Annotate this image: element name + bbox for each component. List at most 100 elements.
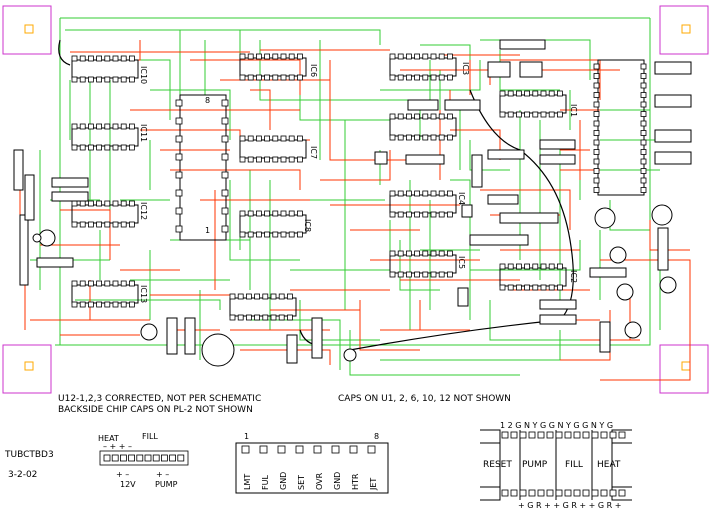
pad — [446, 250, 453, 257]
pad — [640, 73, 647, 79]
pad — [389, 271, 396, 278]
pad — [640, 187, 647, 193]
pad — [397, 134, 404, 141]
pad — [175, 153, 183, 161]
pad — [239, 210, 246, 217]
pad — [499, 111, 506, 118]
pad — [430, 134, 437, 141]
pad — [175, 117, 183, 125]
pad — [221, 207, 229, 215]
chip-label-ic3: IC3 — [461, 62, 470, 76]
pad — [546, 489, 554, 497]
pad — [71, 144, 78, 151]
pad — [414, 74, 421, 81]
chip-label-ic11: IC11 — [139, 124, 148, 143]
pad — [389, 53, 396, 60]
pad — [71, 76, 78, 83]
mid-pin-jet: JET — [369, 477, 378, 490]
pad — [120, 144, 127, 151]
pad — [564, 489, 572, 497]
pad — [540, 284, 547, 291]
pad — [245, 314, 252, 321]
pad — [103, 454, 111, 462]
pad — [593, 120, 600, 127]
pad — [422, 211, 429, 218]
pad — [507, 263, 514, 270]
pad — [593, 177, 600, 184]
pad — [96, 301, 102, 308]
left-header — [99, 450, 189, 466]
pad — [239, 74, 246, 81]
left-conn-heat: HEAT — [98, 434, 119, 443]
pad — [540, 90, 547, 97]
pad — [438, 211, 445, 218]
pad — [499, 284, 506, 291]
pad — [593, 101, 600, 108]
pad — [507, 90, 514, 97]
chip-label-ic10: IC10 — [139, 66, 148, 85]
pad — [272, 74, 279, 81]
pad — [288, 210, 295, 217]
pad — [537, 489, 545, 497]
pad — [640, 139, 647, 146]
board-date: 3-2-02 — [8, 470, 38, 480]
pad — [88, 200, 94, 207]
pad — [548, 90, 555, 97]
pad — [640, 120, 647, 127]
pad — [593, 111, 600, 117]
mid-pin-ful: FUL — [261, 475, 270, 490]
pad — [96, 221, 102, 228]
pad — [128, 280, 135, 287]
pad — [414, 134, 421, 141]
pad — [96, 200, 102, 207]
pad — [120, 123, 127, 130]
pad — [221, 117, 229, 125]
pad — [288, 135, 295, 142]
pad — [510, 489, 518, 497]
pad — [221, 171, 229, 179]
mid-pin-ovr: OVR — [315, 472, 324, 490]
pad — [262, 314, 269, 321]
pad — [79, 55, 86, 62]
pad — [112, 55, 119, 62]
pad — [438, 113, 445, 120]
pad — [175, 189, 183, 197]
pad — [414, 190, 421, 197]
pad — [389, 250, 396, 257]
pad — [519, 431, 527, 439]
round-capacitors — [32, 204, 677, 367]
right-header-pins — [501, 431, 626, 497]
pad — [600, 431, 608, 439]
pad — [255, 156, 262, 163]
pad — [112, 301, 119, 308]
pad — [640, 111, 647, 117]
mid-conn-pin-last: 8 — [374, 432, 380, 441]
pad — [397, 113, 404, 120]
pad — [175, 135, 183, 143]
pad — [128, 454, 136, 462]
pad — [71, 55, 78, 62]
pad — [640, 149, 647, 155]
pad — [255, 53, 262, 60]
pad — [120, 280, 127, 287]
pad — [120, 55, 127, 62]
pad — [524, 90, 530, 97]
pad — [609, 431, 617, 439]
right-conn-top-pins: 1 2 G N Y G G N Y G G N Y G — [500, 421, 614, 430]
pad — [640, 82, 647, 89]
pad — [71, 200, 78, 207]
pad — [516, 284, 522, 291]
pad — [422, 250, 429, 257]
board-name: TUBCTBD3 — [5, 450, 54, 460]
pad — [397, 74, 404, 81]
pad — [446, 134, 453, 141]
pad — [255, 135, 262, 142]
pad — [516, 263, 522, 270]
chip-label-ic8: IC8 — [303, 219, 312, 233]
pad — [640, 130, 647, 136]
pad — [564, 431, 572, 439]
pad — [88, 123, 94, 130]
pad — [272, 210, 279, 217]
mid-pin-htr: HTR — [351, 473, 360, 490]
pad — [128, 55, 135, 62]
